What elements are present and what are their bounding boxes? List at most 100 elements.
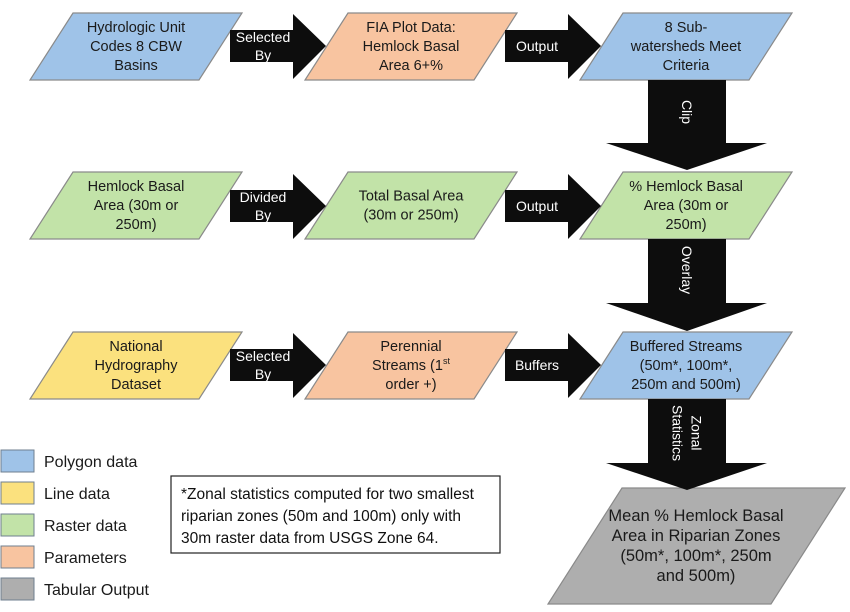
arrow-shape [230,333,326,398]
text-line: 8 Sub- [665,20,708,36]
node-hemlock-basal-shape [28,171,244,240]
text-line: watersheds Meet [630,39,741,55]
footnote-box: *Zonal statistics computed for two small… [170,475,501,554]
arrow-shape [606,239,767,331]
text-line: Area (30m or [94,198,179,214]
text-line: Basins [114,58,158,74]
arrow-shape [230,174,326,239]
legend-swatch-line [0,481,35,505]
node-mean-pct-shape [546,487,847,605]
legend-label-line: Line data [44,486,110,503]
text-line: and 500m) [657,567,736,585]
arrow-label: ZonalStatistics [670,405,705,461]
arrow-shape [505,174,601,239]
text-line: Buffers [515,357,559,373]
text-line: Perennial [380,339,441,355]
text-line: Statistics [670,405,686,461]
node-buffered-text: Buffered Streams (50m*, 100m*, 250m and 50… [630,339,743,393]
text-line: Hemlock Basal [363,39,460,55]
node-nhd-shape [28,331,244,400]
text-line: National [109,339,162,355]
arrow-clip: Clip [606,80,767,170]
arrow-shape [505,14,601,79]
footnote-line: 30m raster data from USGS Zone 64. [181,530,439,547]
node-total-basal-text: Total Basal Area (30m or 250m) [359,189,465,224]
footnote-line: *Zonal statistics computed for two small… [181,486,475,503]
text-line: Hydrography [94,358,178,374]
text-line: Codes 8 CBW [90,39,182,55]
text-line: Output [516,198,558,214]
text-line: Mean % Hemlock Basal [608,507,783,525]
text-line: (30m or 250m) [363,208,458,224]
superscript: st [443,356,451,366]
arrow-zonal-statistics: ZonalStatistics [606,399,767,490]
node-pct-hemlock-shape [578,171,794,240]
text-line: Total Basal Area [359,189,465,205]
legend-label-raster: Raster data [44,518,127,535]
text-line: Clip [679,100,695,124]
legend-swatch-polygon [0,449,35,473]
text-line: Hydrologic Unit [87,20,185,36]
text-line: Divided [240,189,287,205]
legend-label-tabular: Tabular Output [44,582,150,599]
node-total-basal-shape [303,171,519,240]
footnote-text: *Zonal statistics computed for two small… [181,486,475,547]
text-line: Hemlock Basal [88,179,185,195]
arrow-overlay: Overlay [606,239,767,331]
text-line: 250m and 500m) [631,377,741,393]
text-line: (50m*, 100m*, [640,358,733,374]
node-subwatersheds-shape [578,12,794,81]
text-line: 250m) [665,217,706,233]
node-buffered-shape [578,331,794,400]
footnote-line: riparian zones (50m and 100m) only with [181,508,461,525]
text-line: Area in Riparian Zones [612,527,781,545]
node-perennial-shape [303,331,519,400]
legend-swatch-parameters [0,545,35,569]
text-line: By [255,207,271,223]
text-line: Dataset [111,377,161,393]
arrow-label: Overlay [679,246,695,294]
arrow-buffers-row3: Buffers [505,333,601,398]
legend-swatch-raster [0,513,35,537]
legend-swatch-tabular [0,577,35,601]
arrow-shape [505,333,601,398]
text-line: 250m) [115,217,156,233]
legend-label-parameters: Parameters [44,550,127,567]
arrow-label: Output [516,198,558,214]
text-line: (50m*, 100m*, 250m [620,547,771,565]
text-line: Area (30m or [644,198,729,214]
text-line: Area 6+% [379,58,443,74]
text-line: % Hemlock Basal [629,179,743,195]
text-line: order +) [385,377,436,393]
text-line: Criteria [663,58,711,74]
text-line: FIA Plot Data: [366,20,455,36]
node-fia-plot-shape [303,12,519,81]
arrow-shape [230,14,326,79]
arrow-label: Output [516,38,558,54]
arrow-label: Clip [679,100,695,124]
text-line: Buffered Streams [630,339,743,355]
text-line: By [255,366,271,382]
node-huc-basins-shape [28,12,244,81]
text-line: Zonal [689,415,705,450]
text-line: Streams (1st [372,356,450,374]
arrow-output-row1: Output [505,14,601,79]
text-line: Selected [236,348,290,364]
arrow-shape [606,80,767,170]
